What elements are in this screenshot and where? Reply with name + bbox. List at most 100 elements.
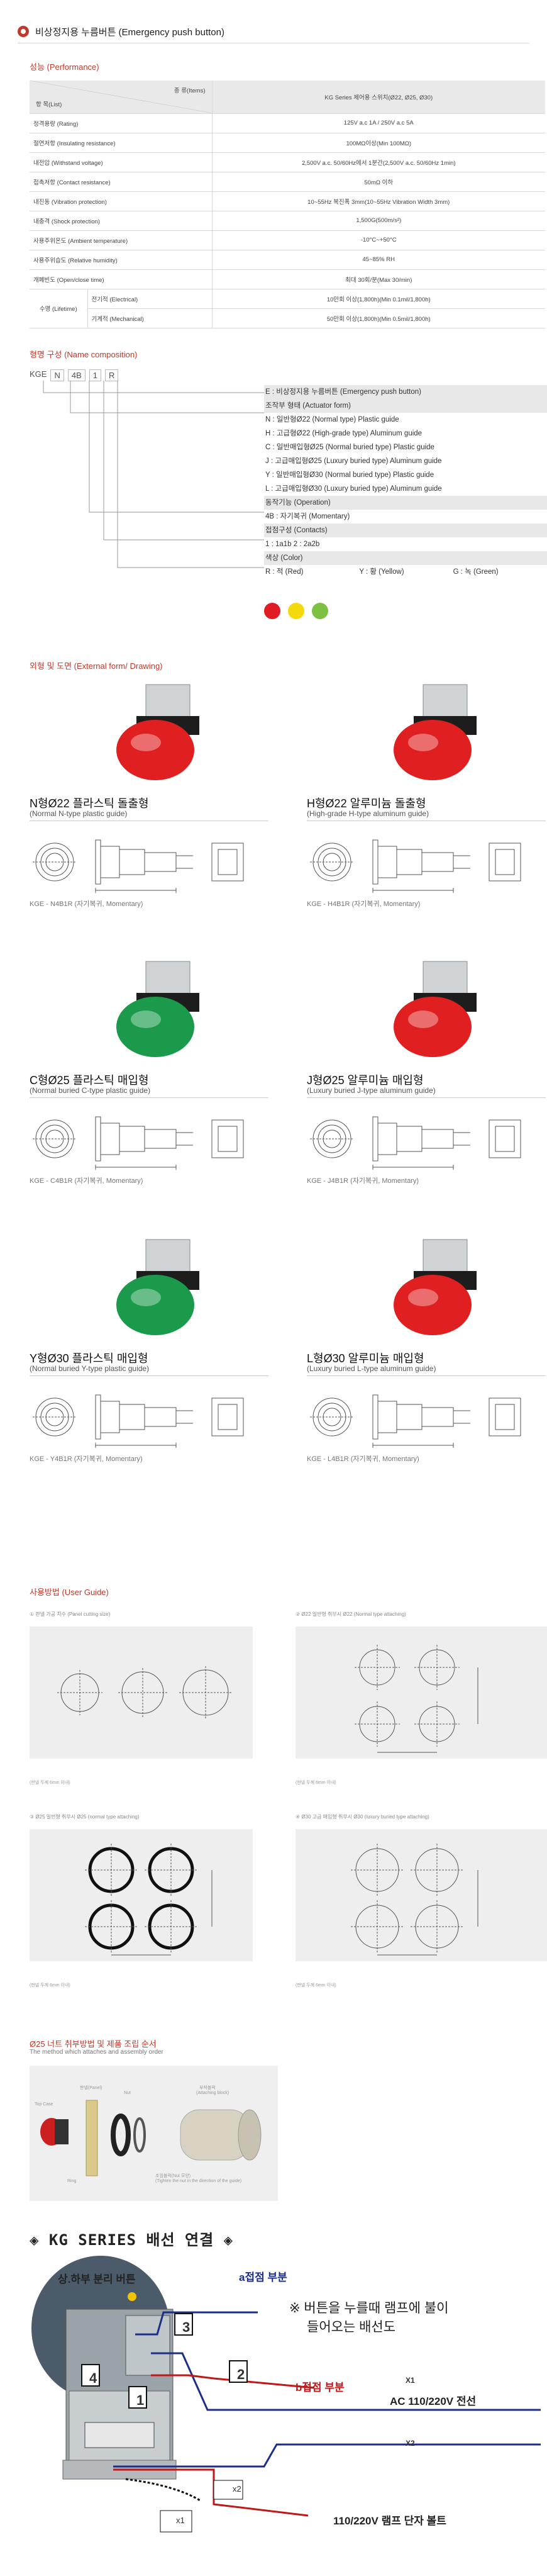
row-value: 10만회 이상(1,800h)(Min 0.1mil/1,800h) bbox=[212, 289, 545, 309]
drawing-title: C형Ø25 플라스틱 매입형 bbox=[30, 1074, 149, 1087]
wire-x2: X2 bbox=[406, 2439, 415, 2448]
technical-drawing bbox=[30, 1104, 268, 1173]
drawing-title: N형Ø22 플라스틱 돌출형 bbox=[30, 797, 149, 810]
table-row: 수명 (Lifetime)전기적 (Electrical)10만회 이상(1,8… bbox=[30, 289, 545, 328]
composition-leader-lines bbox=[43, 381, 264, 568]
composition-line: 접점구성 (Contacts) bbox=[264, 524, 547, 537]
wire-num-4: 4 bbox=[89, 2370, 97, 2386]
guide-figure bbox=[30, 1627, 253, 1759]
drawing-divider bbox=[30, 1097, 268, 1098]
guide-caption: ③ Ø25 일반형 취부시 Ø25 (normal type attaching… bbox=[30, 1814, 140, 1820]
drawing-model: KGE - Y4B1R (자기복귀, Momentary) bbox=[30, 1455, 143, 1463]
asm-label-nut: Nut bbox=[124, 2091, 131, 2095]
product-photo bbox=[363, 1235, 502, 1345]
row-value: 10~55Hz 복진폭 3mm(10~55Hz Vibration Width … bbox=[212, 191, 545, 211]
asm-label-tighten: 조임블럭(Nut 모양) bbox=[155, 2174, 191, 2178]
lifetime-label: 수명 (Lifetime) bbox=[30, 289, 88, 328]
drawing-model: KGE - L4B1R (자기복귀, Momentary) bbox=[307, 1455, 419, 1463]
row-label: 개폐빈도 (Open/close time) bbox=[30, 269, 213, 289]
row-label: 내진동 (Vibration protection) bbox=[30, 191, 213, 211]
drawing-subtitle: (Luxury buried J-type aluminum guide) bbox=[307, 1086, 436, 1095]
composition-line: N : 일반형Ø22 (Normal type) Plastic guide bbox=[265, 416, 399, 423]
row-label: 기계적 (Mechanical) bbox=[87, 308, 213, 328]
row-value: -10°C~+50°C bbox=[212, 230, 545, 250]
table-row: 사용주위습도 (Relative humidity)45~85% RH bbox=[30, 250, 545, 270]
color-dot bbox=[264, 603, 280, 619]
guide-caption: ① 판넬 가공 치수 (Panel cutting size) bbox=[30, 1611, 111, 1617]
wire-x1-box: x1 bbox=[176, 2516, 185, 2525]
drawings-title: 외형 및 도면 (External form/ Drawing) bbox=[30, 661, 163, 671]
table-row: 기계적 (Mechanical)50만회 이상(1,800h)(Min 0.5m… bbox=[30, 308, 545, 328]
wire-num-1: 1 bbox=[136, 2392, 145, 2408]
performance-table: 종 류(Items) 항 목(List) KG Series 제어용 스위치(Ø… bbox=[30, 81, 545, 328]
guide-figure bbox=[296, 1829, 547, 1961]
color-option: G : 녹 (Green) bbox=[453, 568, 499, 576]
drawing-model: KGE - C4B1R (자기복귀, Momentary) bbox=[30, 1177, 143, 1185]
guide-note: (판넬 두께 6mm 이내) bbox=[296, 1983, 336, 1988]
composition-line: Y : 일반매입형Ø30 (Normal buried type) Plasti… bbox=[265, 471, 434, 479]
wiring-title: ◈ KG SERIES 배선 연결 ◈ bbox=[30, 2231, 234, 2249]
row-value: 1,500G(500m/s²) bbox=[212, 211, 545, 231]
guide-figure bbox=[30, 1829, 253, 1961]
color-option: R : 적 (Red) bbox=[265, 568, 304, 576]
drawing-divider bbox=[30, 820, 268, 821]
drawing-subtitle: (Normal buried C-type plastic guide) bbox=[30, 1086, 151, 1095]
asm-label-block: 부착블럭 bbox=[199, 2086, 216, 2090]
wiring-note-line2: 들어오는 배선도 bbox=[307, 2320, 396, 2334]
drawing-divider bbox=[307, 1097, 546, 1098]
technical-drawing bbox=[30, 1382, 268, 1452]
drawing-subtitle: (Luxury buried L-type aluminum guide) bbox=[307, 1364, 436, 1373]
assembly-subtitle: The method which attaches and assembly o… bbox=[30, 2049, 163, 2056]
composition-line: H : 고급형Ø22 (High-grade type) Aluminum gu… bbox=[265, 430, 423, 437]
composition-line: C : 일반매입형Ø25 (Normal buried type) Plasti… bbox=[265, 444, 434, 451]
row-label: 정격용량 (Rating) bbox=[30, 113, 213, 133]
row-label: 사용주위습도 (Relative humidity) bbox=[30, 250, 213, 270]
guide-caption: ④ Ø30 고급 매입형 취부시 Ø30 (luxury buried type… bbox=[296, 1814, 429, 1820]
composition-line: E : 비상정지용 누름버튼 (Emergency push button) bbox=[264, 385, 547, 399]
drawing-model: KGE - N4B1R (자기복귀, Momentary) bbox=[30, 900, 143, 908]
product-photo bbox=[86, 1235, 224, 1345]
composition-line: 조작부 형태 (Actuator form) bbox=[264, 399, 547, 413]
guide-caption: ② Ø22 일반형 취부시 Ø22 (Normal type attaching… bbox=[296, 1611, 406, 1617]
composition-line: L : 고급매입형Ø30 (Luxury buried type) Alumin… bbox=[265, 485, 442, 493]
row-label: 내전압 (Withstand voltage) bbox=[30, 152, 213, 172]
drawing-title: L형Ø30 알루미늄 매입형 bbox=[307, 1352, 424, 1365]
table-row: 내전압 (Withstand voltage)2,500V a.c. 50/60… bbox=[30, 152, 545, 172]
guide-note: (판넬 두께 6mm 이내) bbox=[296, 1781, 336, 1785]
wire-x1: X1 bbox=[406, 2376, 415, 2385]
performance-title: 성능 (Performance) bbox=[30, 62, 99, 72]
composition-line: 4B : 자기복귀 (Momentary) bbox=[265, 513, 350, 520]
bullet-icon bbox=[18, 26, 29, 37]
table-row: 내진동 (Vibration protection)10~55Hz 복진폭 3m… bbox=[30, 191, 545, 211]
label-ac-line: AC 110/220V 전선 bbox=[390, 2395, 477, 2407]
product-photo bbox=[86, 680, 224, 790]
drawing-subtitle: (Normal N-type plastic guide) bbox=[30, 809, 128, 818]
assembly-title: Ø25 너트 취부방법 및 제품 조립 순서 bbox=[30, 2039, 157, 2049]
wiring-note-line1: ※ 버튼을 누를때 램프에 불이 bbox=[289, 2301, 449, 2316]
head-list-label: 항 목(List) bbox=[36, 101, 62, 108]
code-segment: 1 bbox=[89, 369, 101, 381]
composition-line: 1 : 1a1b 2 : 2a2b bbox=[265, 540, 320, 548]
product-photo bbox=[86, 956, 224, 1067]
row-value: 최대 30회/분(Max 30/min) bbox=[212, 269, 545, 289]
page-title: 비상정지용 누름버튼 (Emergency push button) bbox=[35, 26, 224, 38]
color-options: R : 적 (Red)Y : 황 (Yellow)G : 녹 (Green) bbox=[264, 565, 547, 579]
row-label: 접촉저항 (Contact resistance) bbox=[30, 172, 213, 192]
wire-num-2: 2 bbox=[237, 2366, 245, 2382]
drawing-model: KGE - J4B1R (자기복귀, Momentary) bbox=[307, 1177, 419, 1185]
code-segment: R bbox=[105, 369, 119, 381]
row-label: 절연저항 (Insulating resistance) bbox=[30, 133, 213, 153]
row-value: 125V a.c 1A / 250V a.c 5A bbox=[212, 113, 545, 133]
composition-line: J : 고급매입형Ø25 (Luxury buried type) Alumin… bbox=[265, 457, 442, 465]
wire-num-3: 3 bbox=[182, 2319, 191, 2335]
table-row: 사용주위온도 (Ambient temperature)-10°C~+50°C bbox=[30, 230, 545, 250]
asm-label-ring: Ring bbox=[67, 2179, 77, 2183]
row-label: 내충격 (Shock protection) bbox=[30, 211, 213, 231]
table-row: 접촉저항 (Contact resistance)50mΩ 이하 bbox=[30, 172, 545, 192]
product-photo bbox=[363, 956, 502, 1067]
table-head-corner: 종 류(Items) 항 목(List) bbox=[30, 81, 213, 114]
label-b-contact: b접점 부분 bbox=[296, 2382, 345, 2394]
code-segment: KGE bbox=[30, 369, 47, 379]
row-value: 100MΩ이상(Min 100MΩ) bbox=[212, 133, 545, 153]
